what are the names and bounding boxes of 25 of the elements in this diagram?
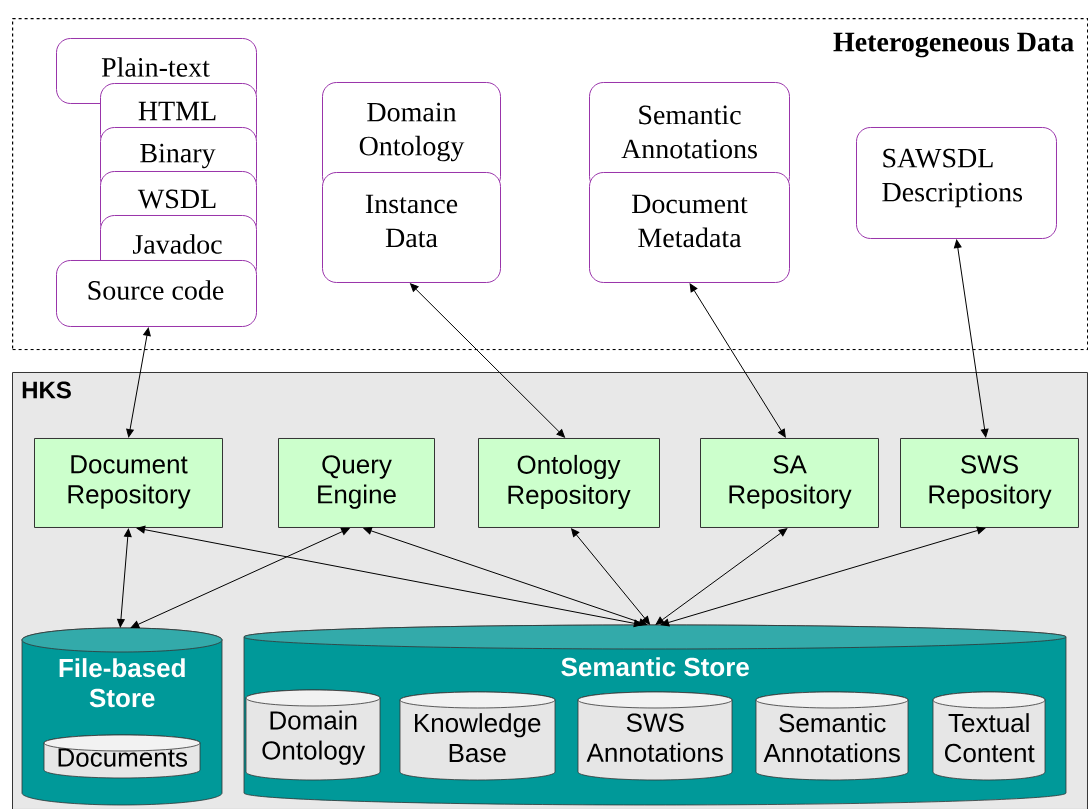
component-box: SWS Repository — [900, 438, 1079, 528]
arrow — [953, 239, 989, 438]
arrow — [689, 283, 786, 438]
arrow — [117, 528, 132, 628]
arrow — [130, 527, 350, 628]
store-cylinder: SWS Annotations — [577, 691, 733, 781]
store-cylinder: Semantic Annotations — [755, 691, 909, 781]
store-cylinder: Textual Content — [932, 691, 1046, 781]
data-box: Source code — [56, 260, 257, 327]
store-cylinder: Documents — [43, 734, 201, 779]
arrow — [655, 528, 788, 625]
component-box: Query Engine — [278, 438, 435, 528]
arrow — [410, 283, 565, 438]
data-box: Document Metadata — [589, 172, 790, 283]
arrow — [660, 526, 986, 627]
store-cylinder: Domain Ontology — [245, 689, 381, 781]
store-cylinder: Knowledge Base — [399, 691, 556, 781]
component-box: Document Repository — [34, 438, 223, 528]
arrow — [363, 527, 648, 626]
component-box: SA Repository — [700, 438, 879, 528]
data-box: SAWSDL Descriptions — [856, 127, 1057, 239]
arrow — [126, 327, 151, 438]
data-box: Instance Data — [322, 172, 501, 283]
component-box: Ontology Repository — [478, 438, 660, 528]
arrow — [571, 528, 650, 625]
